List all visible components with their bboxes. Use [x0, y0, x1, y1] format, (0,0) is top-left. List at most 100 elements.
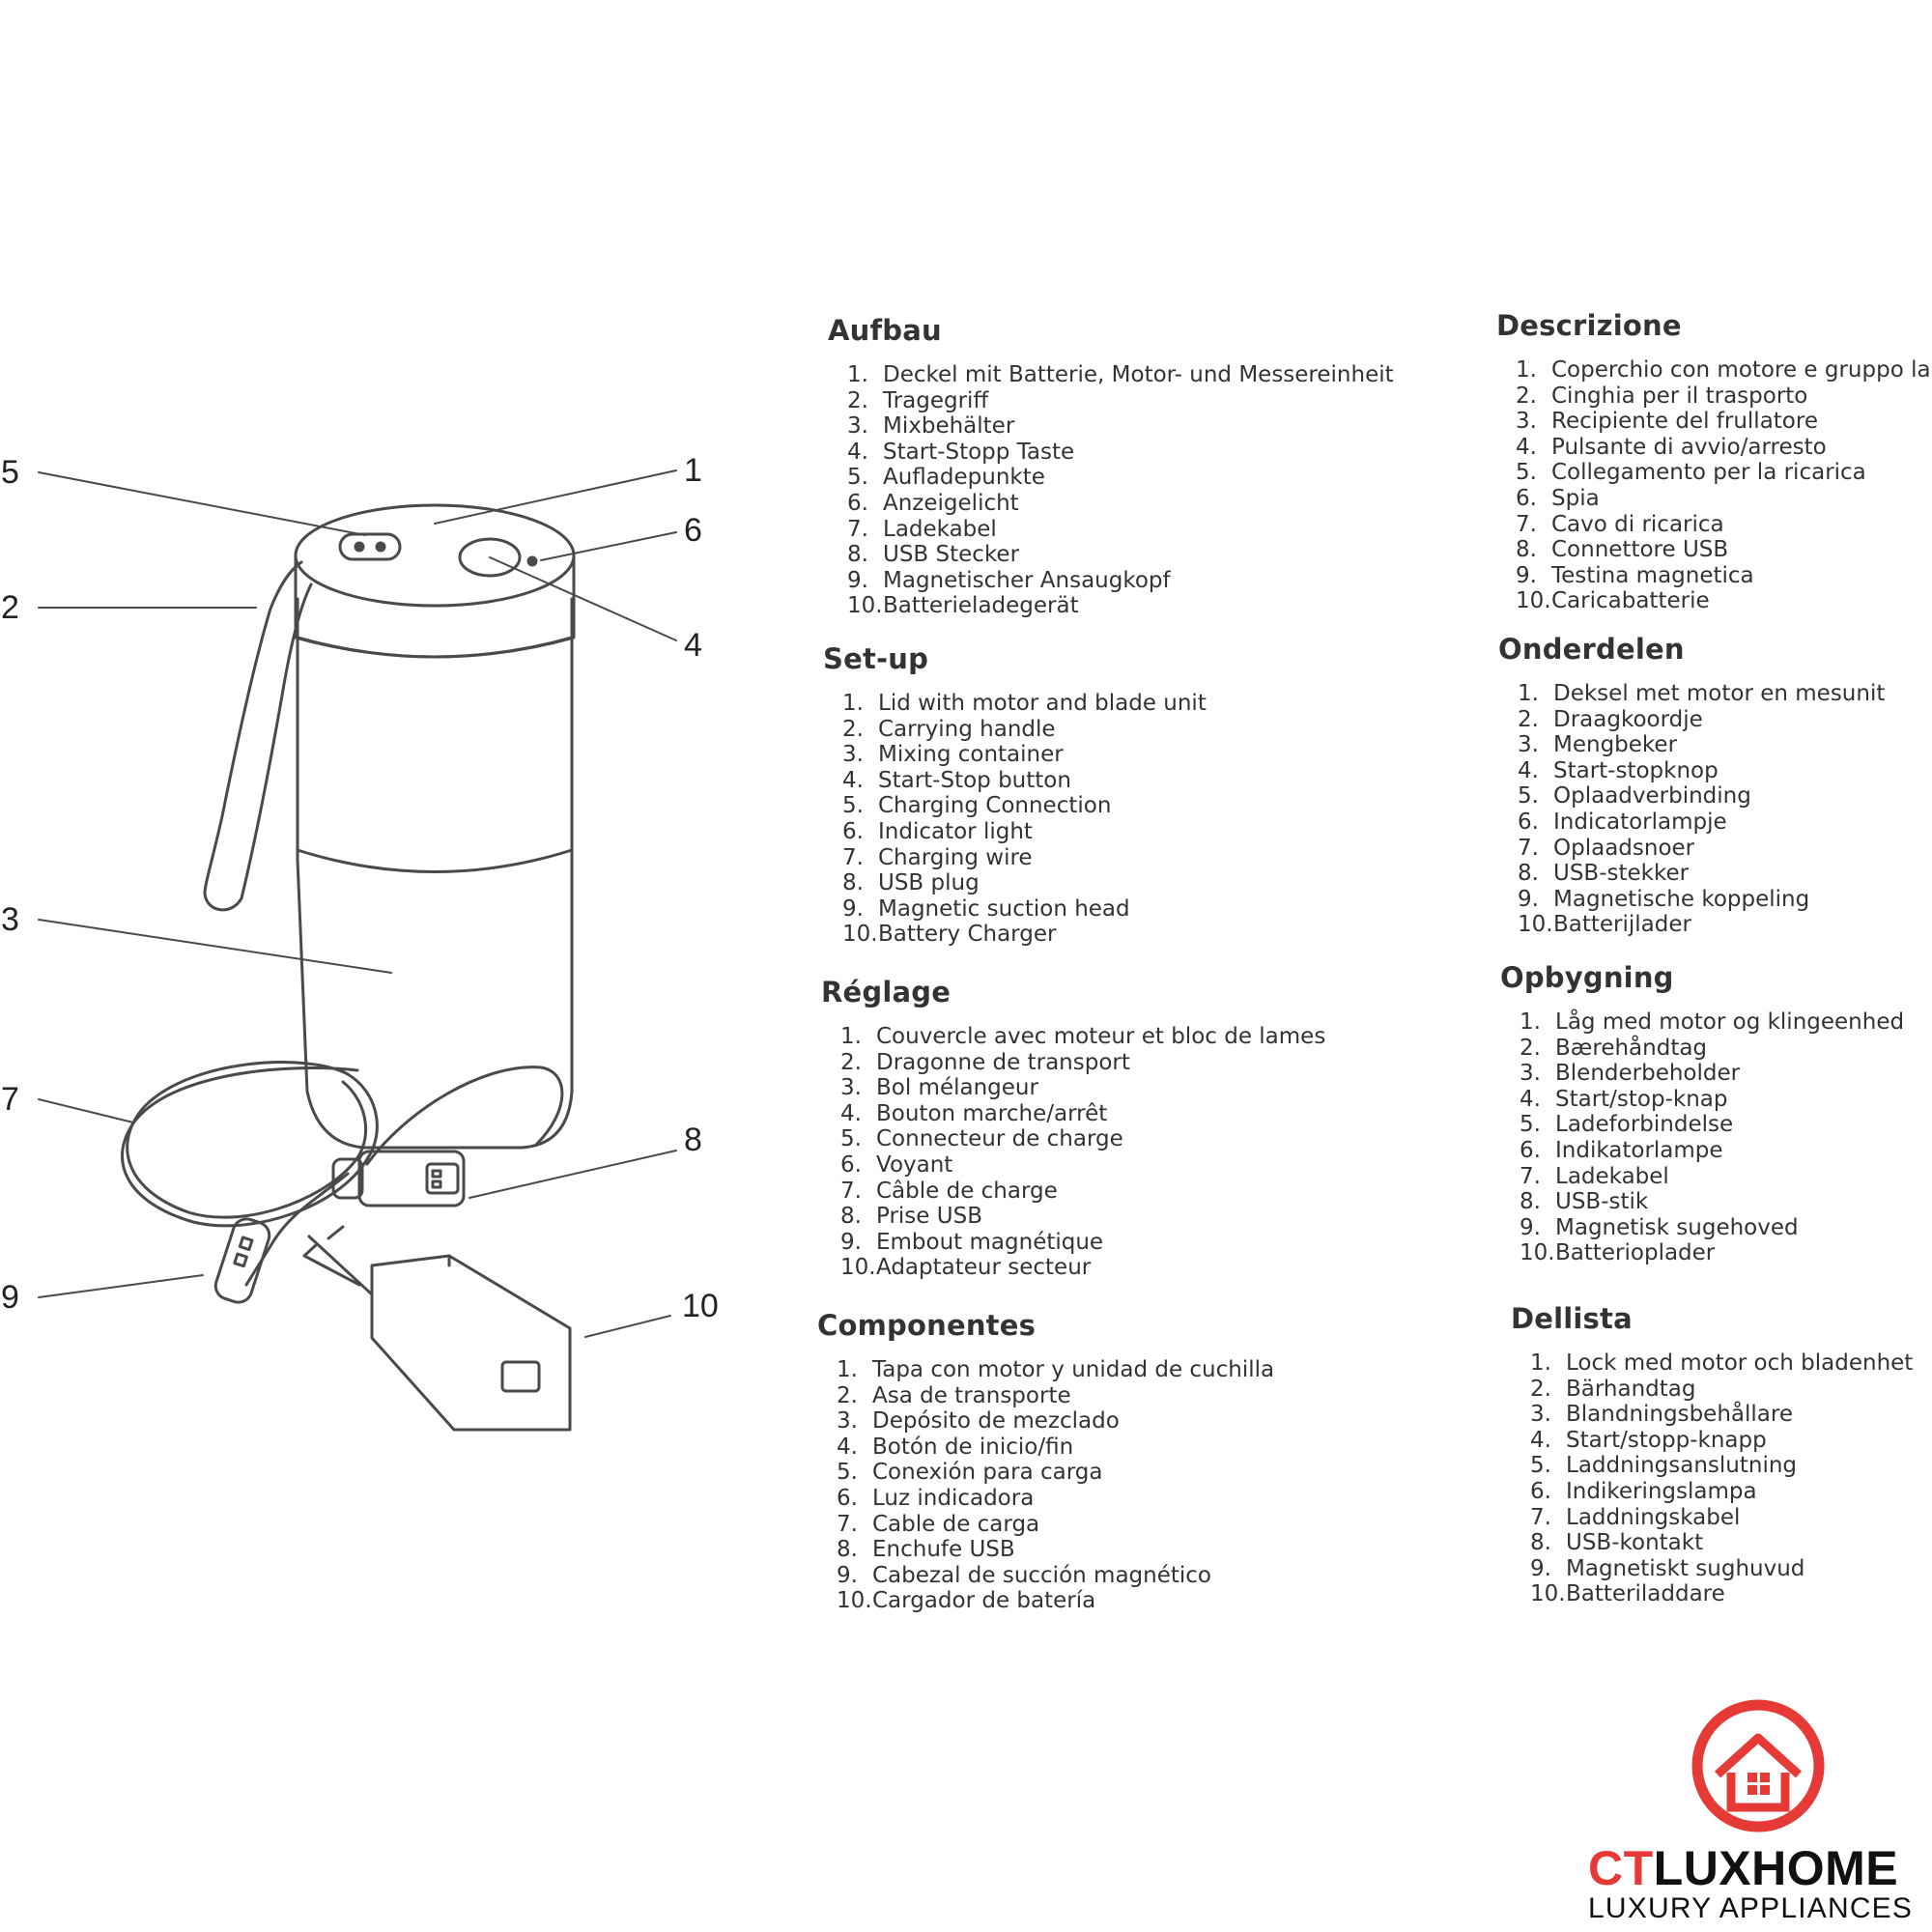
list-item: 8.USB Stecker [847, 542, 1020, 568]
list-item: 10.Cargador de batería [837, 1588, 1096, 1614]
leader-4 [489, 556, 677, 641]
list-item: 1.Låg med motor og klingeenhed [1520, 1009, 1905, 1035]
callout-9: 9 [1, 1279, 19, 1316]
list-item: 9.Cabezal de succión magnético [837, 1562, 1211, 1588]
carrying-strap [203, 560, 313, 912]
product-diagram: 1 2 3 4 5 6 7 8 9 10 [0, 0, 811, 1507]
parts-list: 1.Tapa con motor y unidad de cuchilla 2.… [817, 1357, 1435, 1614]
list-item: 6.Indikeringslampa [1530, 1478, 1757, 1504]
section-title: Opbygning [1500, 961, 1674, 994]
list-item: 3.Bol mélangeur [840, 1075, 1038, 1101]
blender-illustration [38, 469, 677, 1432]
parts-list: 1.Låg med motor og klingeenhed 2.Bærehån… [1500, 1009, 1932, 1266]
parts-list: 1.Coperchio con motore e gruppo lame 2.C… [1496, 357, 1932, 614]
list-item: 5.Aufladepunkte [847, 465, 1045, 491]
list-item: 8.USB plug [842, 870, 980, 896]
brand-tagline: LUXURY APPLIANCES [1588, 1892, 1914, 1924]
list-item: 6.Spia [1516, 485, 1600, 511]
callout-4: 4 [684, 627, 702, 664]
list-item: 3.Mixing container [842, 742, 1064, 768]
callout-7: 7 [1, 1081, 19, 1118]
section-dellista: Dellista 1.Lock med motor och bladenhet … [1511, 1302, 1932, 1607]
list-item: 4.Botón de inicio/fin [837, 1434, 1074, 1460]
list-item: 10.Adaptateur secteur [840, 1255, 1092, 1281]
list-item: 1.Tapa con motor y unidad de cuchilla [837, 1357, 1275, 1382]
list-item: 3.Mengbeker [1518, 732, 1678, 758]
section-set-up: Set-up 1.Lid with motor and blade unit 2… [823, 642, 1441, 948]
list-item: 8.USB-stik [1520, 1189, 1649, 1215]
list-item: 5.Charging Connection [842, 793, 1112, 819]
list-item: 2.Carrying handle [842, 716, 1056, 742]
list-item: 4.Start-Stopp Taste [847, 439, 1075, 465]
list-item: 4.Start-stopknop [1518, 757, 1719, 783]
list-item: 7.Câble de charge [840, 1178, 1058, 1204]
blender-body [296, 597, 574, 1150]
list-item: 3.Depósito de mezclado [837, 1408, 1120, 1435]
list-item: 8.USB-kontakt [1530, 1530, 1704, 1556]
parts-list: 1.Deksel met motor en mesunit 2.Draagkoo… [1498, 681, 1932, 938]
section-onderdelen: Onderdelen 1.Deksel met motor en mesunit… [1498, 633, 1932, 938]
list-item: 5.Laddningsanslutning [1530, 1453, 1798, 1479]
indicator-light-icon [526, 555, 538, 567]
list-item: 7.Charging wire [842, 844, 1033, 870]
callout-2: 2 [1, 589, 19, 626]
brand-logo: CTLUXHOME LUXURY APPLIANCES [1584, 1695, 1932, 1932]
list-item: 1.Coperchio con motore e gruppo lame [1516, 357, 1932, 383]
section-componentes: Componentes 1.Tapa con motor y unidad de… [817, 1309, 1435, 1614]
list-item: 9.Testina magnetica [1516, 562, 1754, 588]
leader-6 [540, 531, 677, 561]
list-item: 8.Enchufe USB [837, 1537, 1015, 1563]
list-item: 9.Embout magnétique [840, 1229, 1104, 1255]
list-item: 2.Asa de transporte [837, 1382, 1071, 1408]
list-item: 6.Anzeigelicht [847, 490, 1019, 516]
list-item: 5.Ladeforbindelse [1520, 1112, 1734, 1138]
brand-name: CTLUXHOME [1588, 1841, 1899, 1895]
callout-6: 6 [684, 512, 702, 549]
list-item: 3.Blenderbeholder [1520, 1061, 1741, 1087]
start-stop-button-icon [458, 537, 522, 578]
list-item: 6.Indicator light [842, 818, 1033, 844]
list-item: 7.Ladekabel [1520, 1163, 1669, 1189]
list-item: 1.Deksel met motor en mesunit [1518, 681, 1886, 706]
section-title: Réglage [821, 976, 952, 1009]
list-item: 10.Batterieladegerät [847, 593, 1079, 619]
parts-list: 1.Lock med motor och bladenhet 2.Bärhand… [1511, 1350, 1932, 1607]
list-item: 5.Connecteur de charge [840, 1126, 1123, 1152]
list-item: 10.Batteriladdare [1530, 1581, 1725, 1607]
list-item: 5.Oplaadverbinding [1518, 783, 1751, 810]
list-item: 2.Draagkoordje [1518, 706, 1703, 732]
list-item: 3.Mixbehälter [847, 413, 1015, 440]
list-item: 1.Couvercle avec moteur et bloc de lames [840, 1024, 1326, 1049]
list-item: 7.Oplaadsnoer [1518, 835, 1695, 861]
list-item: 10.Caricabatterie [1516, 588, 1710, 614]
section-title: Aufbau [828, 314, 942, 347]
list-item: 6.Voyant [840, 1151, 953, 1178]
leader-7 [38, 1098, 134, 1123]
section-aufbau: Aufbau 1.Deckel mit Batterie, Motor- und… [828, 314, 1446, 619]
list-item: 6.Indicatorlampje [1518, 809, 1727, 835]
list-item: 2.Tragegriff [847, 387, 989, 413]
list-item: 7.Cable de carga [837, 1511, 1040, 1537]
list-item: 1.Lock med motor och bladenhet [1530, 1350, 1914, 1376]
callout-3: 3 [1, 901, 19, 938]
leader-9 [38, 1274, 204, 1298]
list-item: 8.Connettore USB [1516, 537, 1729, 563]
list-item: 7.Laddningskabel [1530, 1504, 1741, 1530]
callout-1: 1 [684, 452, 702, 489]
list-item: 2.Bärhandtag [1530, 1376, 1696, 1402]
list-item: 9.Magnetischer Ansaugkopf [847, 567, 1171, 593]
list-item: 4.Start-Stop button [842, 767, 1071, 793]
list-item: 4.Start/stop-knap [1520, 1086, 1728, 1112]
section-title: Descrizione [1496, 309, 1682, 342]
usb-plug [357, 1150, 466, 1208]
list-item: 9.Magnetische koppeling [1518, 886, 1810, 912]
leader-10 [584, 1315, 671, 1338]
list-item: 10.Batterioplader [1520, 1240, 1716, 1266]
charging-cable [121, 1061, 564, 1287]
parts-list: 1.Deckel mit Batterie, Motor- und Messer… [828, 362, 1446, 619]
list-item: 7.Cavo di ricarica [1516, 511, 1724, 537]
section-title: Onderdelen [1498, 633, 1685, 666]
list-item: 7.Ladekabel [847, 516, 997, 542]
charging-contacts-icon [338, 532, 402, 561]
list-item: 10.Batterijlader [1518, 912, 1691, 938]
